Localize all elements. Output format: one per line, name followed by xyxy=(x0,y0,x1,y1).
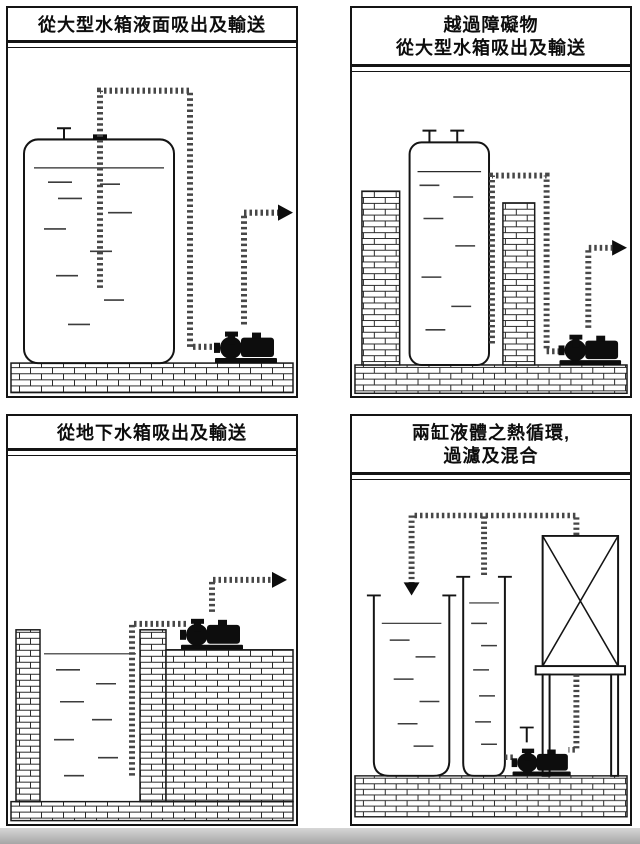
filter-stand xyxy=(534,664,627,777)
title-divider xyxy=(8,448,296,457)
brick-platform xyxy=(165,649,294,803)
panel-title: 兩缸液體之熱循環, 過濾及混合 xyxy=(352,416,630,472)
brick-floor xyxy=(354,364,628,394)
pump-icon xyxy=(214,331,277,364)
pit-left-wall xyxy=(15,629,41,803)
flow-arrow-icon xyxy=(272,572,287,589)
left-open-tank xyxy=(366,594,457,777)
suction-pipe xyxy=(129,621,186,777)
circulation-manifold-pipe xyxy=(403,512,580,596)
filter-box xyxy=(541,534,620,667)
liquid-marks xyxy=(34,167,164,326)
discharge-pipe xyxy=(585,239,628,328)
panel-title-line: 從大型水箱液面吸出及輸送 xyxy=(38,15,266,35)
panel-title-line: 兩缸液體之熱循環, xyxy=(411,423,570,443)
brick-floor xyxy=(10,362,294,394)
flow-arrow-icon xyxy=(612,239,628,256)
panel-title-line: 從地下水箱吸出及輸送 xyxy=(57,423,247,443)
left-tank-liquid-marks xyxy=(381,622,442,747)
pit-right-wall xyxy=(139,629,167,803)
liquid-marks xyxy=(44,653,136,777)
bottom-gray-band xyxy=(0,828,640,844)
diagram-surface-suction xyxy=(10,88,294,394)
pump-riser-pipe xyxy=(504,674,580,760)
diagram-over-obstacle xyxy=(354,129,628,394)
panel-title: 越過障礙物 從大型水箱吸出及輸送 xyxy=(352,8,630,64)
middle-tank-liquid-marks xyxy=(469,602,499,745)
flow-arrow-icon xyxy=(278,204,293,222)
panel-title: 從地下水箱吸出及輸送 xyxy=(8,416,296,448)
panel-title-line: 越過障礙物 xyxy=(443,15,539,35)
pump-icon xyxy=(558,334,622,365)
brick-floor xyxy=(354,774,628,818)
diagram-two-tank-circulation xyxy=(354,512,628,818)
middle-open-tank xyxy=(456,575,512,777)
pump-icon xyxy=(511,748,571,776)
diagram-underground-tank xyxy=(10,572,294,822)
brick-floor xyxy=(10,801,294,822)
title-divider xyxy=(352,63,630,72)
panel-title-line: 過濾及混合 xyxy=(443,446,539,467)
discharge-pipe xyxy=(209,572,287,613)
panel-over-obstacle: 越過障礙物 從大型水箱吸出及輸送 xyxy=(350,6,632,398)
suction-pipe xyxy=(489,172,565,355)
diagram-grid: 從大型水箱液面吸出及輸送 xyxy=(6,6,632,826)
storage-tank xyxy=(408,129,491,366)
obstacle-brick-column xyxy=(502,201,536,366)
panel-title: 從大型水箱液面吸出及輸送 xyxy=(8,8,296,40)
panel-surface-suction: 從大型水箱液面吸出及輸送 xyxy=(6,6,298,398)
suction-pipe xyxy=(97,88,220,351)
title-divider xyxy=(352,471,630,480)
flow-arrow-down-icon xyxy=(403,582,420,596)
brick-wall-left xyxy=(361,190,401,366)
panel-two-tank-circulation: 兩缸液體之熱循環, 過濾及混合 xyxy=(350,414,632,826)
liquid-marks xyxy=(417,170,482,331)
title-divider xyxy=(8,40,296,49)
panel-title-line: 從大型水箱吸出及輸送 xyxy=(396,38,586,59)
discharge-pipe xyxy=(241,204,293,325)
panel-underground-tank: 從地下水箱吸出及輸送 xyxy=(6,414,298,826)
pump-icon xyxy=(180,619,243,651)
